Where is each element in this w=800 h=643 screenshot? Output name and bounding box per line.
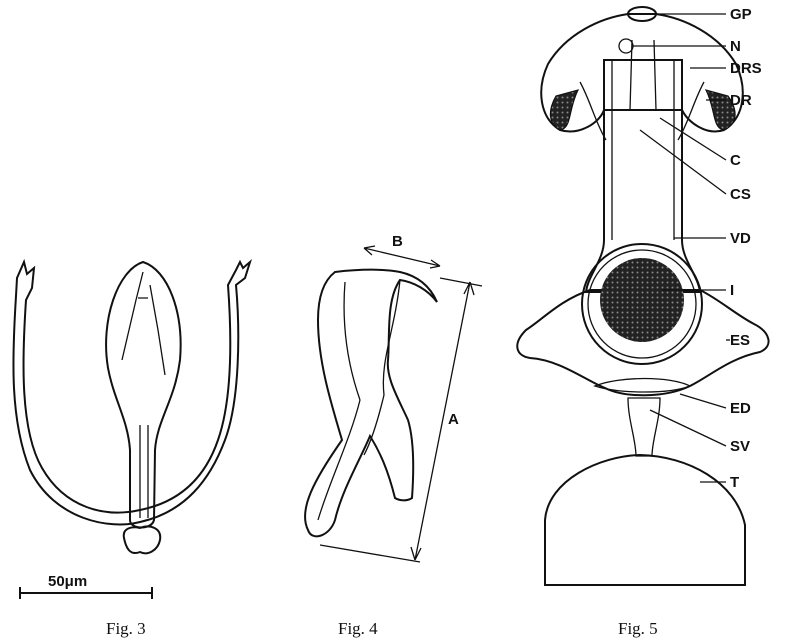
fig5-head — [541, 14, 743, 131]
label-dr: DR — [730, 92, 752, 109]
fig5-seminal-vesicle — [628, 398, 660, 456]
label-n: N — [730, 38, 741, 55]
fig4-label-b: B — [392, 233, 403, 250]
label-cs: CS — [730, 186, 751, 203]
label-ed: ED — [730, 400, 751, 417]
label-drs: DRS — [730, 60, 762, 77]
fig3-central-body — [106, 262, 181, 528]
fig5-caption: Fig. 5 — [618, 619, 658, 638]
fig3-drawing — [13, 262, 250, 599]
label-i: I — [730, 282, 734, 299]
label-vd: VD — [730, 230, 751, 247]
fig4-dimension-a — [411, 282, 474, 560]
fig4-outline — [305, 270, 437, 537]
label-c: C — [730, 152, 741, 169]
fig3-u-tube — [13, 262, 250, 524]
fig3-scale-label: 50μm — [48, 573, 87, 590]
label-sv: SV — [730, 438, 750, 455]
label-gp: GP — [730, 6, 752, 23]
fig4-caption: Fig. 4 — [338, 619, 378, 638]
fig5-dr-left — [550, 90, 578, 130]
fig4-drawing — [305, 246, 482, 562]
fig3-caption: Fig. 3 — [106, 619, 146, 638]
fig5-inclusion — [600, 258, 684, 342]
fig5-testis — [545, 455, 745, 585]
label-t: T — [730, 474, 739, 491]
fig5-n — [619, 39, 633, 53]
fig4-label-a: A — [448, 411, 459, 428]
label-es: ES — [730, 332, 750, 349]
